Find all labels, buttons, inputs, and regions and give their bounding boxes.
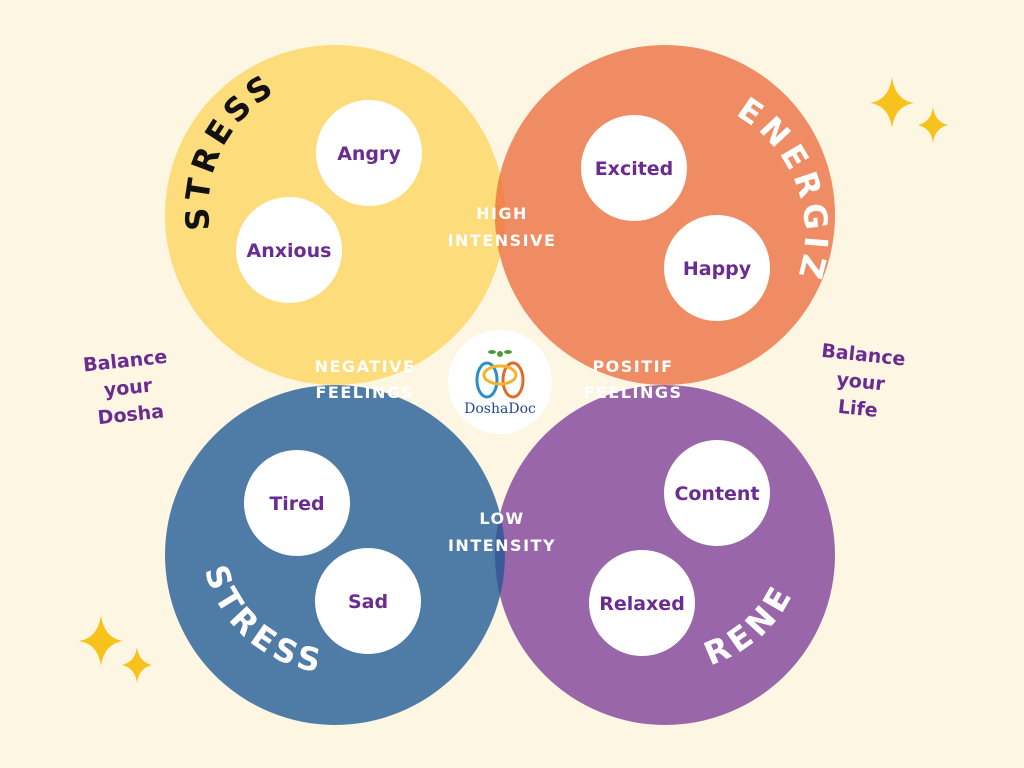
overlap-top-line1: HIGH	[476, 204, 528, 223]
emotion-label: Relaxed	[599, 593, 685, 615]
overlap-left-line2: FEELINGS	[316, 383, 415, 402]
side-note-left-line1: Balance	[82, 346, 168, 377]
sparkle-icon	[122, 647, 152, 683]
dosha-logo: DoshaDoc	[448, 330, 552, 434]
overlap-right-line1: POSITIF	[592, 357, 673, 376]
overlap-top-line2: INTENSIVE	[448, 231, 557, 250]
emotion-label: Angry	[337, 143, 401, 165]
quadrant-circle-stress-bottom	[165, 385, 505, 725]
emotion-label: Sad	[348, 591, 388, 613]
emotion-bubble-tired: Tired	[244, 450, 350, 556]
emotion-label: Excited	[595, 158, 674, 180]
emotion-bubble-sad: Sad	[315, 548, 421, 654]
dosha-logo-icon	[475, 350, 525, 399]
side-note-left-line3: Dosha	[97, 400, 165, 429]
quadrant-circle-energize	[495, 45, 835, 385]
emotion-bubble-happy: Happy	[664, 215, 770, 321]
emotion-label: Content	[674, 483, 759, 505]
sparkle-icon	[870, 77, 914, 128]
side-note-right-line3: Life	[837, 396, 879, 422]
logo-text: DoshaDoc	[464, 401, 536, 417]
emotion-bubble-anxious: Anxious	[236, 197, 342, 303]
side-note-left-line2: your	[103, 374, 154, 401]
emotion-bubble-excited: Excited	[581, 115, 687, 221]
emotion-label: Tired	[269, 493, 324, 515]
sparkle-icon	[918, 107, 948, 143]
overlap-bottom-line1: LOW	[479, 509, 524, 528]
emotion-bubble-relaxed: Relaxed	[589, 550, 695, 656]
sparkle-icon	[79, 615, 123, 666]
overlap-left-line1: NEGATIVE	[315, 357, 416, 376]
emotion-label: Anxious	[247, 240, 332, 262]
overlap-right-line2: FEELINGS	[584, 383, 683, 402]
emotion-bubble-content: Content	[664, 440, 770, 546]
overlap-bottom-line2: INTENSITY	[448, 536, 556, 555]
quadrant-circle-stress-top	[165, 45, 505, 385]
side-note-right-line1: Balance	[820, 340, 906, 371]
emotion-bubble-angry: Angry	[316, 100, 422, 206]
side-note-right-line2: your	[835, 369, 886, 396]
quadrant-circle-renew	[495, 385, 835, 725]
emotion-label: Happy	[683, 258, 752, 280]
